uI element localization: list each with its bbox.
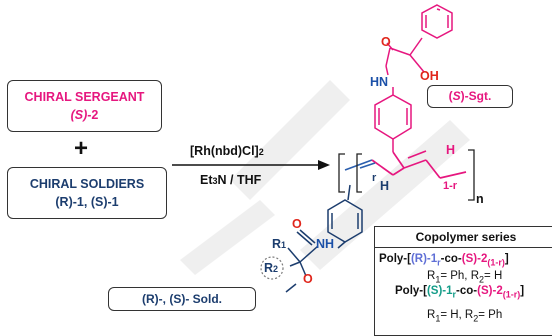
plus-sign: + bbox=[74, 135, 89, 162]
solvent-label: Et3N / THF bbox=[200, 173, 262, 187]
series-divider bbox=[375, 247, 552, 248]
sergeant-compound: (S)-2 bbox=[70, 108, 99, 122]
series-substituents-2: R1= H, R2= Ph bbox=[427, 309, 503, 324]
copolymer-series-box: Copolymer series Poly-[(R)-1r-co-(S)-2(1… bbox=[374, 226, 552, 336]
vinyl-hydrogen: H bbox=[446, 143, 456, 157]
watermark-graphic bbox=[180, 80, 470, 275]
carbonyl-oxygen-top: O bbox=[381, 35, 391, 49]
series-formula-1: Poly-[(R)-1r-co-(S)-2(1-r)] bbox=[379, 253, 509, 268]
r2-label: R2 bbox=[264, 261, 279, 275]
repeat-index-r: r bbox=[372, 172, 377, 184]
soldier-tag: (R)-, (S)- Sold. bbox=[108, 287, 256, 311]
mandelic-amide-bonds bbox=[385, 37, 425, 76]
sergeant-title: CHIRAL SERGEANT bbox=[24, 90, 145, 104]
series-title: Copolymer series bbox=[415, 230, 517, 244]
repeat-index-1-minus-r: 1-r bbox=[443, 180, 458, 192]
soldier-amide-bonds bbox=[285, 229, 319, 293]
series-substituents-1: R1= Ph, R2= H bbox=[427, 270, 503, 285]
backbone-hydrogen: H bbox=[380, 179, 390, 193]
soldiers-title: CHIRAL SOLDIERS bbox=[29, 177, 145, 191]
catalyst-label: [Rh(nbd)Cl]2 bbox=[190, 144, 264, 158]
soldiers-compounds: (R)-1, (S)-1 bbox=[55, 195, 119, 209]
polymer-backbone bbox=[344, 150, 467, 179]
repeat-brackets bbox=[338, 149, 475, 201]
series-formula-2: Poly-[(S)-1r-co-(S)-2(1-r)] bbox=[395, 285, 525, 300]
hydroxyl-label: OH bbox=[420, 69, 439, 83]
r1-label: R1 bbox=[272, 237, 287, 251]
upper-aryl-ring bbox=[374, 87, 412, 152]
methoxy-oxygen: O bbox=[303, 272, 313, 286]
lower-aryl-ring bbox=[327, 184, 363, 249]
amide-nh-lower: NH bbox=[316, 237, 335, 251]
chiral-soldiers-box: CHIRAL SOLDIERS (R)-1, (S)-1 bbox=[7, 167, 167, 219]
amide-nh-top: HN bbox=[370, 75, 389, 89]
top-phenyl-ring bbox=[421, 4, 453, 39]
carbonyl-oxygen-lower: O bbox=[292, 217, 302, 231]
polymer-structure bbox=[260, 4, 475, 293]
repeat-index-n: n bbox=[476, 192, 484, 206]
sergeant-tag: (S)-Sgt. bbox=[427, 85, 513, 108]
chiral-sergeant-box: CHIRAL SERGEANT (S)-2 bbox=[7, 80, 162, 132]
r2-dashed-circle bbox=[260, 256, 284, 280]
